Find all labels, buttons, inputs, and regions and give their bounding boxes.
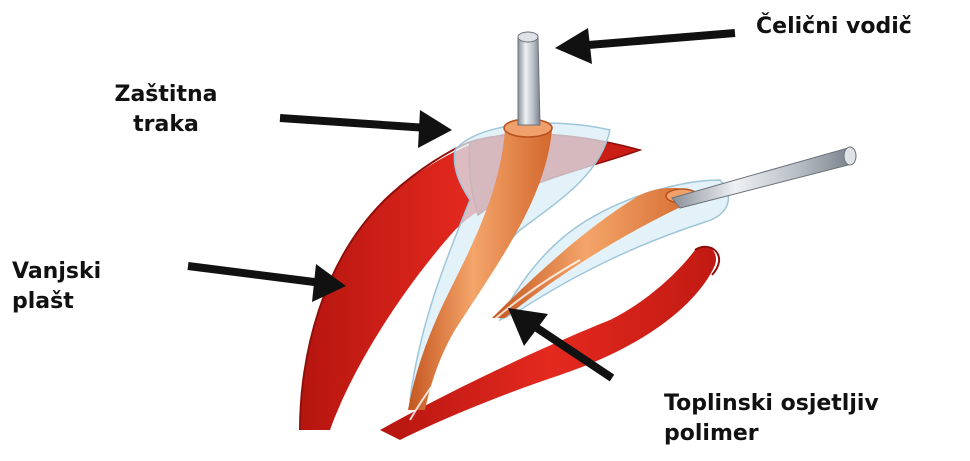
steel-conductor-right-tip xyxy=(844,147,856,165)
polymer-label-line1: Toplinski osjetljiv xyxy=(664,389,879,419)
steel-conductor-right xyxy=(672,148,852,208)
arrow-protective-tape xyxy=(280,110,452,148)
outer-sheath-label-line2: plašt xyxy=(12,287,101,317)
polymer-label-line2: polimer xyxy=(664,419,879,449)
steel-conductor-label-text: Čelični vodič xyxy=(756,14,912,39)
protective-tape-label-line2: traka xyxy=(96,110,236,140)
steel-conductor-left xyxy=(518,38,540,125)
polymer-label: Toplinski osjetljiv polimer xyxy=(664,389,879,449)
outer-sheath-label-line1: Vanjski xyxy=(12,257,101,287)
steel-conductor-label: Čelični vodič xyxy=(756,12,912,42)
arrow-steel-conductor xyxy=(555,28,735,64)
outer-sheath-label: Vanjski plašt xyxy=(12,257,101,317)
steel-conductor-left-tip xyxy=(518,32,538,42)
arrow-outer-sheath xyxy=(188,264,346,302)
protective-tape-label: Zaštitna traka xyxy=(96,80,236,140)
protective-tape-label-line1: Zaštitna xyxy=(96,80,236,110)
